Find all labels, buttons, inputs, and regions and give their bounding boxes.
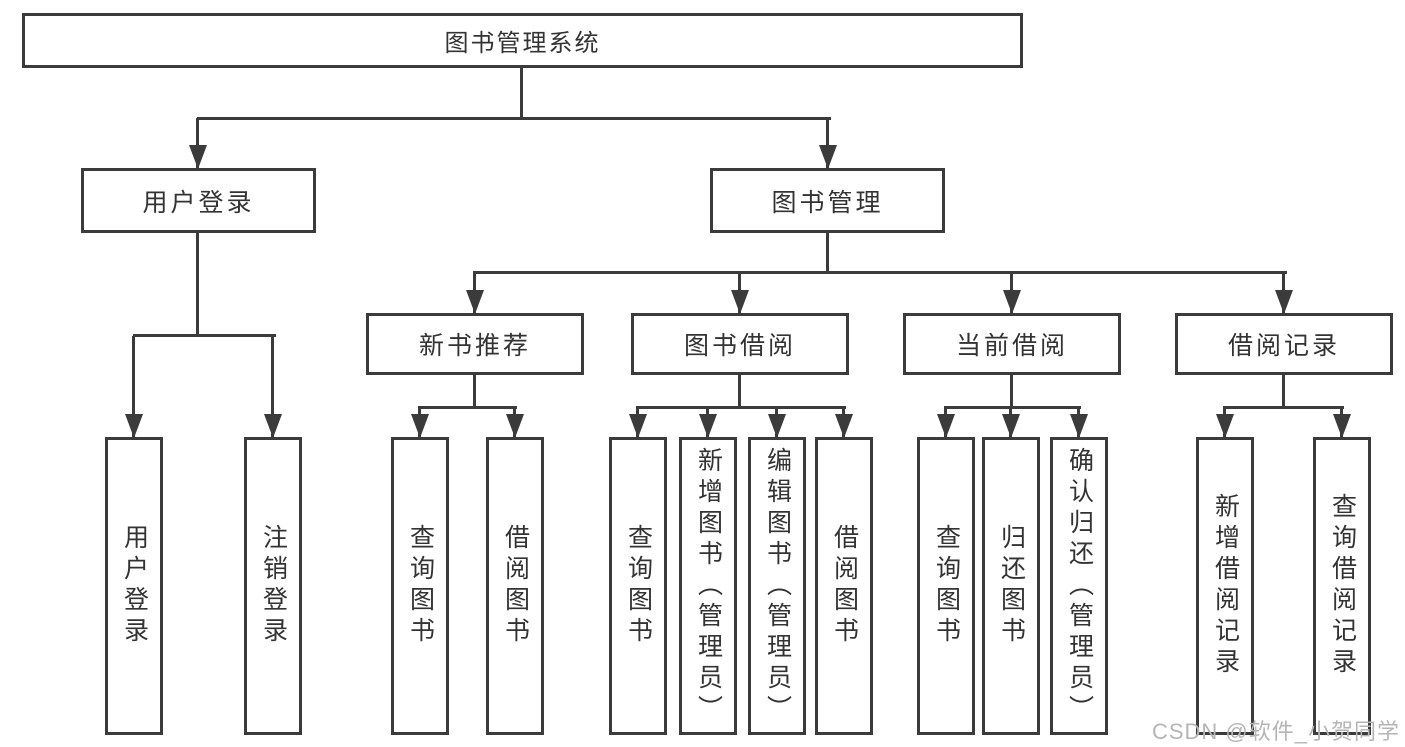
node-label: 图书管理 xyxy=(771,188,884,217)
connector-root-stem xyxy=(520,68,523,118)
node-label: 查询图书 xyxy=(932,524,961,648)
connector-bookmgmt-stem xyxy=(826,233,829,273)
node-label: 图书借阅 xyxy=(683,332,796,360)
arrow-down-icon xyxy=(731,273,749,314)
connector-login-rail xyxy=(133,334,276,337)
connector-borrow-stem xyxy=(738,375,741,408)
node-label: 借阅图书 xyxy=(501,524,530,648)
node-label: 图书管理系统 xyxy=(444,30,601,57)
node-logout: 注销登录 xyxy=(244,437,302,735)
arrow-down-icon xyxy=(1333,408,1351,438)
node-book-management: 图书管理 xyxy=(710,168,945,233)
node-book-borrowing: 图书借阅 xyxy=(631,313,849,375)
node-user-login: 用户登录 xyxy=(81,168,316,233)
connector-level3-rail xyxy=(473,271,1287,274)
node-label: 借阅记录 xyxy=(1227,332,1340,360)
arrow-down-icon xyxy=(937,408,955,438)
node-label: 用户登录 xyxy=(142,188,255,217)
connector-recommend-stem xyxy=(473,375,476,408)
connector-records-stem xyxy=(1282,375,1285,408)
connector-login-stem xyxy=(196,233,199,335)
node-label: 注销登录 xyxy=(259,524,288,648)
connector-records-rail xyxy=(1223,406,1344,409)
node-label: 确认归还（管理员） xyxy=(1065,446,1094,726)
node-label: 新增借阅记录 xyxy=(1211,493,1240,679)
node-label: 编辑图书（管理员） xyxy=(763,446,792,726)
node-label: 当前借阅 xyxy=(955,332,1068,360)
node-return-books: 归还图书 xyxy=(982,437,1040,735)
node-confirm-return-admin: 确认归还（管理员） xyxy=(1050,437,1108,735)
node-label: 归还图书 xyxy=(997,524,1026,648)
node-borrowing-records: 借阅记录 xyxy=(1175,313,1393,375)
arrow-down-icon xyxy=(506,408,524,438)
connector-current-stem xyxy=(1010,375,1013,408)
node-library-management-system: 图书管理系统 xyxy=(22,13,1023,68)
connector-level2-rail xyxy=(197,117,831,120)
arrow-down-icon xyxy=(1003,273,1021,314)
node-query-borrow-record: 查询借阅记录 xyxy=(1313,437,1371,735)
node-label: 查询图书 xyxy=(624,524,653,648)
arrow-down-icon xyxy=(699,408,717,438)
node-query-books-current: 查询图书 xyxy=(917,437,975,735)
node-label: 用户登录 xyxy=(120,524,149,648)
arrow-down-icon xyxy=(835,408,853,438)
watermark: CSDN @软件_小贺同学 xyxy=(1151,719,1400,744)
node-borrow-books-recommend: 借阅图书 xyxy=(486,437,544,735)
node-add-books-admin: 新增图书（管理员） xyxy=(679,437,737,735)
arrow-down-icon xyxy=(189,118,207,169)
arrow-down-icon xyxy=(1070,408,1088,438)
node-query-books-borrow: 查询图书 xyxy=(609,437,667,735)
node-label: 查询借阅记录 xyxy=(1328,493,1357,679)
node-edit-books-admin: 编辑图书（管理员） xyxy=(748,437,806,735)
node-label: 借阅图书 xyxy=(830,524,859,648)
node-borrow-books: 借阅图书 xyxy=(815,437,873,735)
arrow-down-icon xyxy=(1002,408,1020,438)
connector-recommend-rail xyxy=(418,406,517,409)
arrow-down-icon xyxy=(629,408,647,438)
arrow-down-icon xyxy=(264,336,282,438)
arrow-down-icon xyxy=(1216,408,1234,438)
node-user-login-leaf: 用户登录 xyxy=(105,437,163,735)
node-label: 新书推荐 xyxy=(418,332,531,360)
node-add-borrow-record: 新增借阅记录 xyxy=(1196,437,1254,735)
connector-current-rail xyxy=(944,406,1081,409)
node-label: 新增图书（管理员） xyxy=(694,446,723,726)
arrow-down-icon xyxy=(466,273,484,314)
node-query-books-recommend: 查询图书 xyxy=(391,437,449,735)
node-label: 查询图书 xyxy=(406,524,435,648)
arrow-down-icon xyxy=(819,118,837,169)
arrow-down-icon xyxy=(411,408,429,438)
arrow-down-icon xyxy=(1275,273,1293,314)
connector-borrow-rail xyxy=(636,406,846,409)
node-current-borrowing: 当前借阅 xyxy=(903,313,1121,375)
arrow-down-icon xyxy=(125,336,143,438)
node-new-book-recommendation: 新书推荐 xyxy=(366,313,584,375)
arrow-down-icon xyxy=(768,408,786,438)
